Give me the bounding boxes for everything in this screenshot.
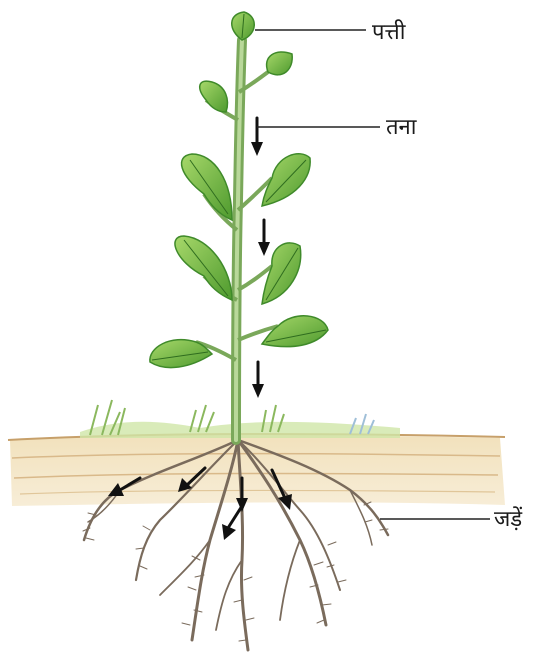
arrow-stem-1 [251, 118, 263, 156]
label-roots: जड़ें [494, 509, 522, 531]
arrow-stem-3 [252, 362, 264, 398]
leaf-low-right [262, 243, 301, 304]
arrow-stem-2 [258, 220, 270, 256]
arrow-root-5 [222, 506, 242, 540]
label-leaf: पत्ती [372, 22, 405, 44]
label-stem: तना [386, 117, 416, 139]
leaf-upper-right [267, 52, 293, 75]
leaf-upper-left [200, 81, 228, 112]
soil [8, 434, 505, 506]
leaf-mid-left [182, 154, 232, 220]
